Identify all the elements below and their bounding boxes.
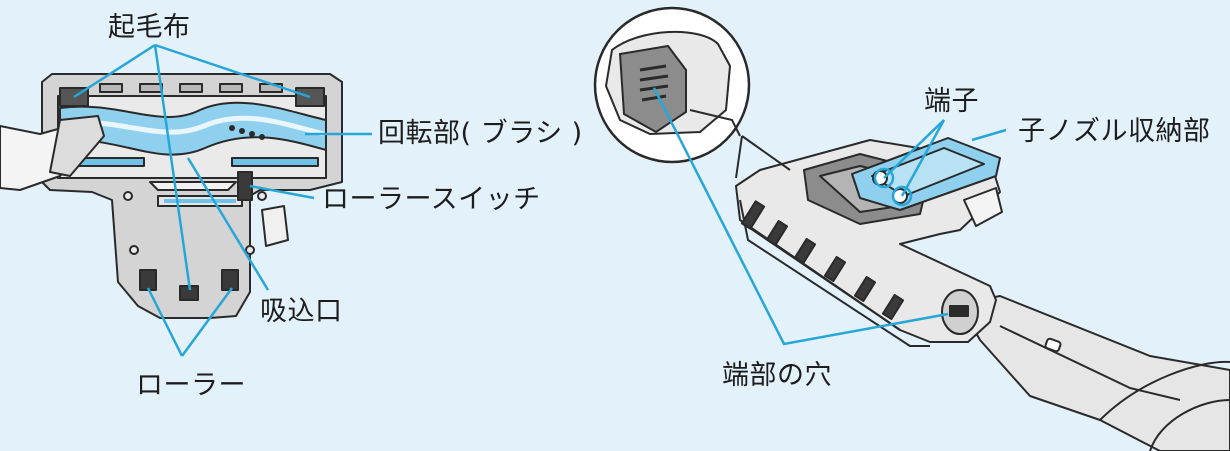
- label-roller-switch: ローラースイッチ: [322, 184, 541, 215]
- nozzle-underside: [0, 73, 343, 319]
- label-terminal: 端子: [924, 86, 979, 117]
- label-raised-cloth: 起毛布: [108, 12, 191, 43]
- label-child-nozzle-storage: 子ノズル収納部: [1018, 116, 1211, 147]
- leader-lines-left: [73, 43, 372, 357]
- nozzle-top: [735, 137, 1230, 451]
- label-rotating-brush: 回転部( ブラシ ): [378, 118, 583, 149]
- magnifier: [593, 6, 791, 179]
- label-end-hole: 端部の穴: [722, 360, 832, 391]
- label-rollers: ローラー: [136, 370, 246, 401]
- leader-lines-right: [652, 87, 1007, 346]
- label-suction-port: 吸込口: [260, 296, 343, 327]
